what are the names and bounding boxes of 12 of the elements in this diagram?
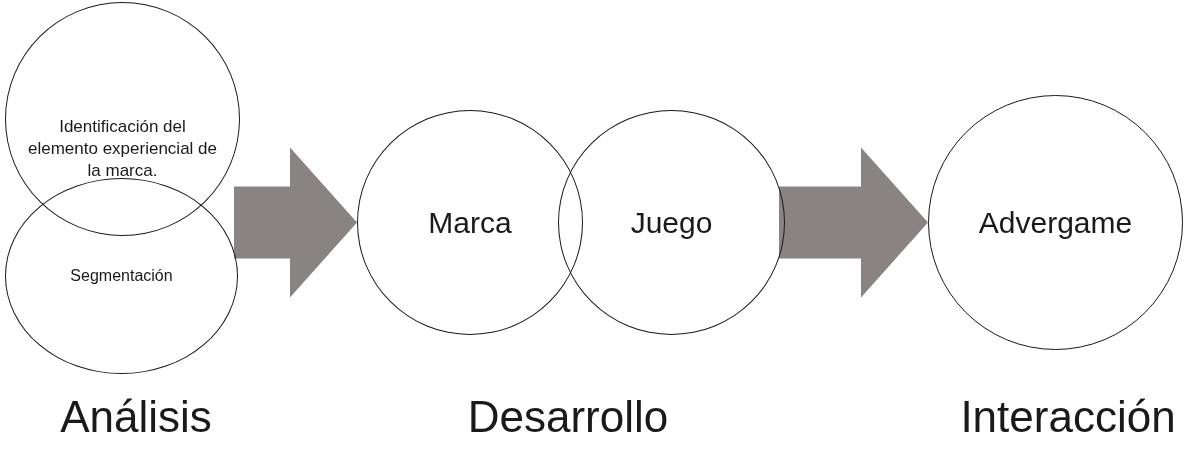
circle-label: Advergame — [978, 205, 1133, 241]
stage-heading: Análisis — [60, 392, 212, 442]
circle — [357, 110, 583, 335]
stage-heading: Desarrollo — [467, 392, 669, 442]
circle-label: Juego — [630, 205, 713, 241]
stage-heading: Interacción — [960, 392, 1176, 442]
circle-label: Marca — [428, 205, 512, 241]
block-arrow — [779, 147, 928, 298]
circle-label: Segmentación — [70, 265, 173, 286]
circle-label: Identificación del elemento experiencial de la marca. — [27, 115, 218, 183]
circle — [558, 110, 785, 335]
block-arrow — [234, 147, 357, 298]
